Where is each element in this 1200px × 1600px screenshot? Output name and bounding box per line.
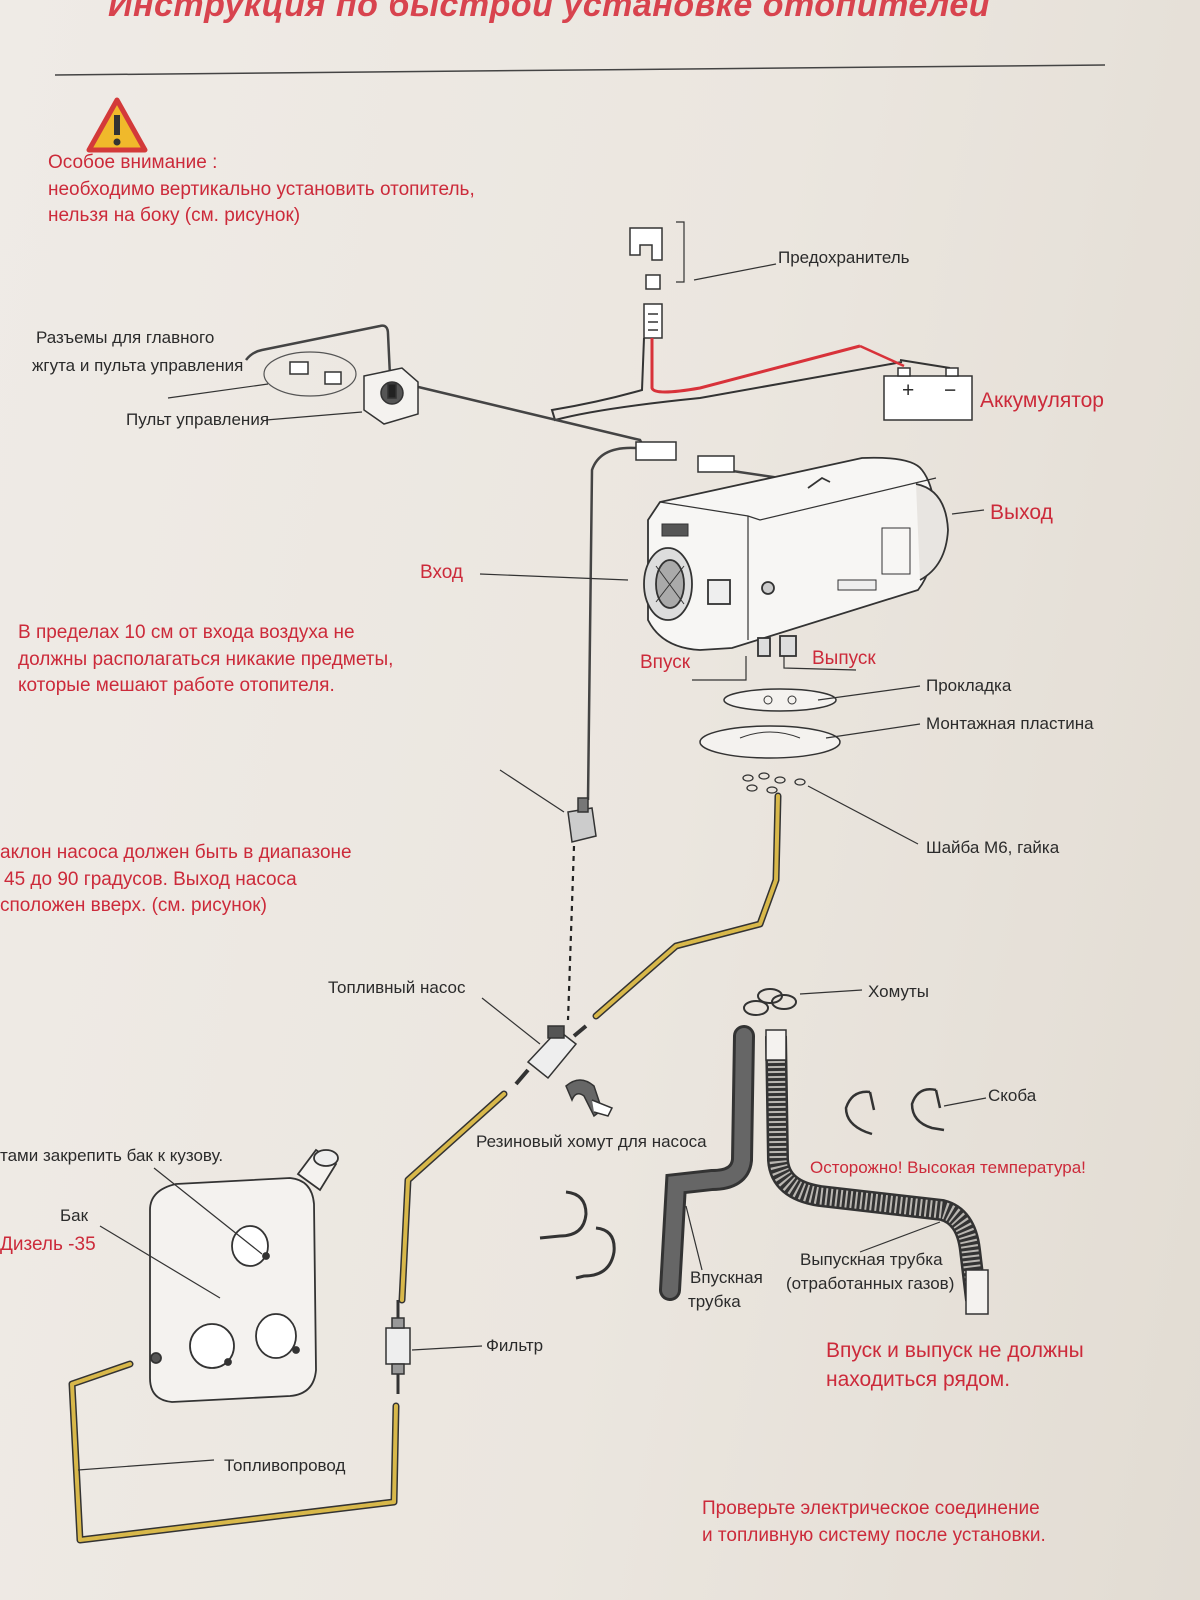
- connector-icon: [289, 361, 735, 473]
- exhaust-leader: [783, 656, 857, 671]
- clamps-label: Хомуты: [868, 982, 929, 1001]
- panel-cable: [245, 324, 392, 377]
- warning-note: Особое внимание : необходимо вертикально…: [48, 150, 475, 230]
- fuel-line-leader: [77, 1459, 215, 1471]
- exhaust-tube-icon: [765, 1029, 989, 1315]
- air-inlet-note-line: В пределах 10 см от входа воздуха не: [18, 622, 355, 643]
- battery-icon: [883, 367, 973, 421]
- gasket-leader: [817, 685, 921, 701]
- intake-tube-label: Впускная: [690, 1268, 763, 1287]
- hot-warning: Осторожно! Высокая температура!: [810, 1158, 1086, 1177]
- inlet-leader: [479, 573, 629, 581]
- mounting-plate-leader: [825, 723, 921, 739]
- page-title: Инструкция по быстрой установке отопител…: [108, 0, 991, 24]
- tank-label: Бак: [60, 1206, 89, 1225]
- connectors-leader: [167, 383, 269, 399]
- control-panel-leader: [265, 411, 363, 421]
- outlet-leader: [951, 509, 985, 515]
- fuse-icon: [629, 227, 663, 339]
- battery-plus: +: [902, 379, 915, 402]
- rubber-clamp-label: Резиновый хомут для насоса: [476, 1132, 707, 1151]
- heater-icon: [643, 456, 949, 657]
- hooks-icon: [539, 1190, 616, 1280]
- fuel-line-label: Топливопровод: [224, 1456, 346, 1475]
- pump-tilt-note-line: 45 до 90 градусов. Выход насоса: [4, 868, 297, 890]
- gasket-icon: [723, 688, 837, 712]
- washer-nut-label: Шайба М6, гайка: [926, 838, 1060, 857]
- tank-mount-label: тами закрепить бак к кузову.: [0, 1146, 224, 1165]
- intake-tube-icon: [659, 1025, 755, 1301]
- pump-dashed-line: [566, 845, 576, 1021]
- intake-tube-leader: [685, 1205, 703, 1271]
- pump-connector-icon: [567, 797, 597, 843]
- control-panel-icon: [363, 367, 419, 425]
- bracket-label: Скоба: [988, 1086, 1037, 1105]
- check-note-line: и топливную систему после установки.: [702, 1524, 1046, 1546]
- tank-leader: [99, 1225, 221, 1299]
- tank-mount-leader: [153, 1167, 263, 1255]
- pump-tilt-note-line: сположен вверх. (см. рисунок): [0, 895, 267, 917]
- connectors-label: жгута и пульта управления: [32, 356, 244, 375]
- pump-tilt-note: аклон насоса должен быть в диапазоне 45 …: [0, 840, 352, 920]
- air-inlet-note-line: должны располагаться никакие предметы,: [18, 648, 394, 670]
- warning-triangle-icon: [86, 97, 148, 153]
- intake-label: Впуск: [640, 652, 691, 673]
- outlet-label: Выход: [990, 501, 1053, 524]
- battery-label: Аккумулятор: [980, 389, 1104, 412]
- rubber-clamp-icon: [565, 1079, 614, 1118]
- title-underline: [54, 64, 1106, 76]
- bracket-leader: [943, 1097, 987, 1107]
- air-inlet-note: В пределах 10 см от входа воздуха не дол…: [18, 620, 393, 700]
- red-wire: [650, 338, 861, 394]
- warning-line: Особое внимание :: [48, 152, 218, 173]
- fuse-bracket-line: [676, 221, 685, 283]
- warning-line: необходимо вертикально установить отопит…: [48, 178, 475, 200]
- pump-cable: [586, 446, 637, 801]
- bracket-icon: [844, 1088, 945, 1136]
- mounting-plate-label: Монтажная пластина: [926, 714, 1094, 733]
- battery-minus: −: [944, 379, 957, 402]
- intake-tube-label: трубка: [688, 1292, 741, 1311]
- warning-line: нельзя на боку (см. рисунок): [48, 205, 301, 227]
- tank-icon: [149, 1148, 339, 1403]
- connectors-label: Разъемы для главного: [36, 328, 215, 347]
- fuel-pump-icon: [514, 1024, 588, 1086]
- clamps-leader: [799, 989, 863, 995]
- fuel-line: [70, 794, 780, 1542]
- fuse-leader: [693, 263, 777, 281]
- exhaust-tube-label: (отработанных газов): [786, 1274, 955, 1293]
- intake-exhaust-note-line: находиться рядом.: [826, 1368, 1011, 1392]
- washer-leader: [807, 785, 919, 845]
- fuel-pump-label: Топливный насос: [328, 978, 466, 997]
- inlet-label: Вход: [420, 562, 463, 583]
- mounting-plate-icon: [699, 725, 841, 759]
- exhaust-tube-leader: [859, 1221, 941, 1253]
- check-note: Проверьте электрическое соединение и топ…: [702, 1496, 1046, 1549]
- connectors-circle: [263, 351, 357, 397]
- intake-leader: [692, 656, 747, 681]
- fuel-pump-leader: [481, 997, 541, 1045]
- filter-label: Фильтр: [486, 1336, 544, 1355]
- clamps-icon: [743, 988, 797, 1016]
- air-inlet-note-line: которые мешают работе отопителя.: [18, 675, 335, 697]
- tank-diesel-label: Дизель -35: [0, 1234, 96, 1255]
- pump-tilt-note-line: аклон насоса должен быть в диапазоне: [0, 842, 352, 863]
- control-panel-label: Пульт управления: [126, 410, 270, 429]
- exhaust-tube-label: Выпускная трубка: [800, 1250, 943, 1269]
- intake-exhaust-note: Впуск и выпуск не должны находиться рядо…: [826, 1336, 1084, 1395]
- pump-connector-leader: [499, 769, 565, 813]
- check-note-line: Проверьте электрическое соединение: [702, 1498, 1040, 1519]
- filter-icon: [385, 1300, 411, 1394]
- gasket-label: Прокладка: [926, 676, 1012, 695]
- filter-leader: [411, 1345, 483, 1351]
- exhaust-label: Выпуск: [812, 648, 876, 669]
- intake-exhaust-note-line: Впуск и выпуск не должны: [826, 1339, 1084, 1362]
- washer-nut-icon: [742, 772, 806, 794]
- fuse-label: Предохранитель: [778, 248, 910, 267]
